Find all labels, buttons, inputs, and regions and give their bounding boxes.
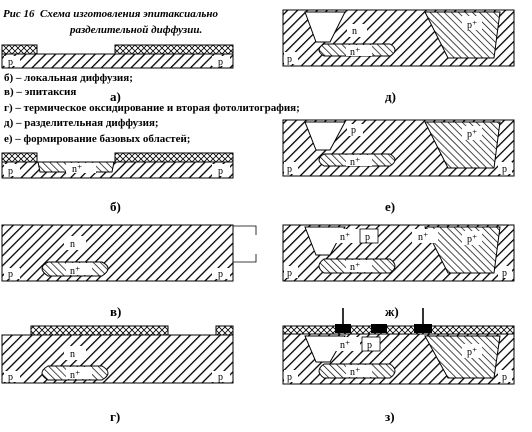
- panel-a: [1, 44, 234, 69]
- legend-item-e: е) – формирование базовых областей;: [4, 133, 191, 145]
- label-n: n: [70, 239, 75, 250]
- subfig-v: в): [110, 304, 121, 319]
- legend-item-g: г) – термическое оксидирование и вторая …: [4, 102, 300, 114]
- label-p: p: [287, 268, 292, 279]
- panel-d: [282, 9, 515, 67]
- label-p-plus: p⁺: [467, 20, 477, 31]
- subfig-g: г): [110, 409, 120, 424]
- label-n-plus: n⁺: [418, 232, 428, 243]
- label-p: p: [502, 372, 507, 383]
- figure-title: Схема изготовления эпитаксиально: [39, 8, 218, 20]
- contact-emitter: [335, 324, 351, 333]
- label-p: p: [8, 57, 13, 68]
- label-p-plus: p⁺: [467, 234, 477, 245]
- panel-zh: [282, 224, 515, 282]
- label-n-plus: n⁺: [350, 367, 360, 378]
- label-n-plus: n⁺: [72, 164, 82, 175]
- legend-item-v: в) – эпитаксия: [4, 86, 77, 98]
- label-p: p: [218, 269, 223, 280]
- panel-v: [1, 224, 257, 282]
- label-p-plus: p⁺: [467, 129, 477, 140]
- label-n-plus: n⁺: [340, 232, 350, 243]
- label-p: p: [218, 372, 223, 383]
- figure-caption-line1: Рис 16 Схема изготовления эпитаксиально: [3, 8, 218, 20]
- label-p: p: [8, 269, 13, 280]
- label-p: p: [8, 372, 13, 383]
- subfig-d: д): [385, 89, 396, 104]
- label-p: p: [502, 164, 507, 175]
- label-n: n: [70, 349, 75, 360]
- label-n-plus: n⁺: [350, 157, 360, 168]
- label-p: p: [502, 268, 507, 279]
- panel-e: [282, 119, 515, 177]
- label-n-plus: n⁺: [340, 340, 350, 351]
- panel-b: [1, 152, 234, 179]
- subfigure-labels: а) б) в) г) д) е) ж) з): [110, 89, 399, 424]
- region-labels: p p p p n⁺ n n⁺ p p n n⁺ p p n p⁺ n⁺ p p…: [8, 20, 507, 383]
- legend-item-b: б) – локальная диффузия;: [4, 72, 133, 84]
- label-p: p: [8, 166, 13, 177]
- subfig-e: е): [385, 199, 395, 214]
- label-n-plus: n⁺: [70, 266, 80, 277]
- label-n: n: [352, 26, 357, 37]
- label-n-plus: n⁺: [350, 262, 360, 273]
- figure-caption-line2: разделительной диффузии.: [70, 24, 203, 36]
- contact-base: [371, 324, 387, 333]
- panel-g: [1, 325, 234, 384]
- label-p: p: [287, 54, 292, 65]
- subfig-z: з): [385, 409, 395, 424]
- label-p: p: [351, 125, 356, 136]
- label-n-plus: n⁺: [350, 47, 360, 58]
- panel-z: [282, 308, 515, 385]
- label-p: p: [287, 372, 292, 383]
- label-p: p: [287, 164, 292, 175]
- label-n-plus: n⁺: [70, 370, 80, 381]
- label-p: p: [367, 340, 372, 351]
- label-p-plus: p⁺: [467, 347, 477, 358]
- subfig-b: б): [110, 199, 121, 214]
- legend-item-d: д) – разделительная диффузия;: [4, 117, 159, 129]
- contact-collector: [414, 324, 432, 333]
- subfig-a: а): [110, 89, 121, 104]
- label-p: p: [365, 232, 370, 243]
- figure-number: Рис 16: [3, 8, 35, 20]
- label-p: p: [218, 166, 223, 177]
- label-p: p: [218, 57, 223, 68]
- subfig-zh: ж): [385, 304, 399, 319]
